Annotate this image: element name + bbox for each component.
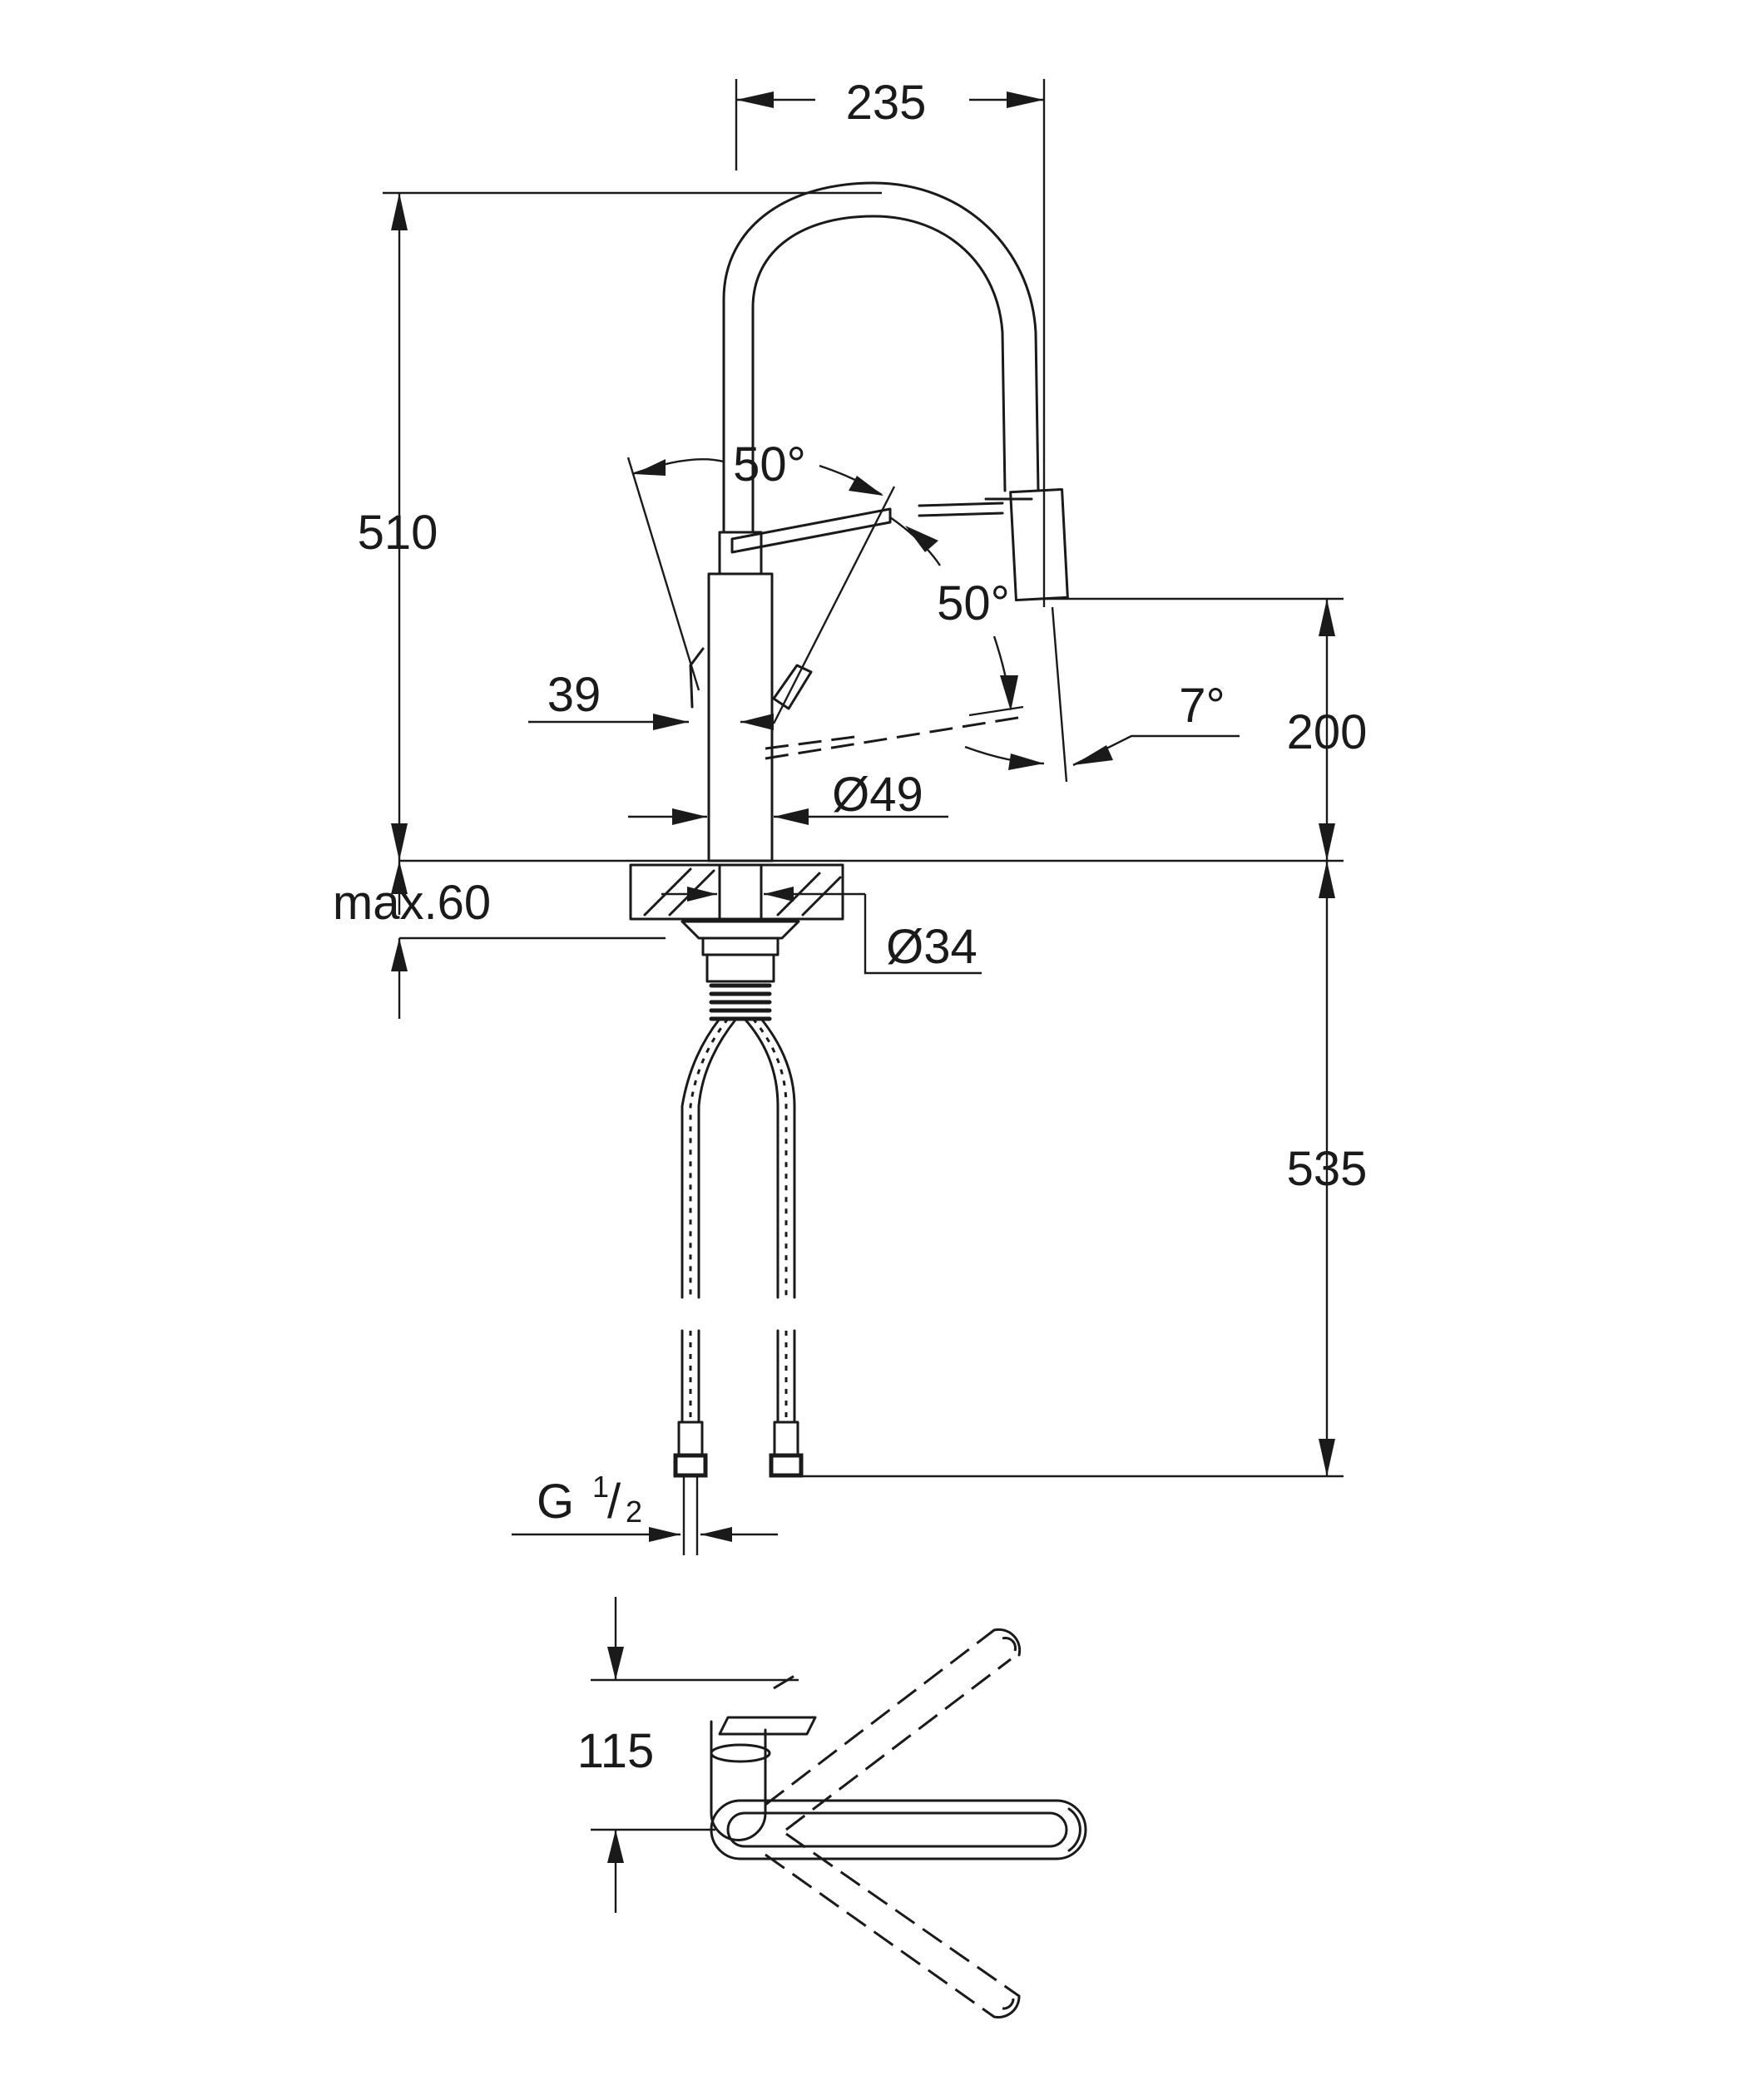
- dim-offset-39: 39: [528, 668, 774, 730]
- label-max60: max.60: [333, 876, 491, 930]
- label-235: 235: [846, 76, 927, 130]
- label-g-den: 2: [626, 1495, 642, 1529]
- label-g-slash: /: [607, 1475, 621, 1529]
- dim-angle-lever: 50°: [626, 437, 896, 724]
- label-d34: Ø34: [886, 920, 977, 974]
- dim-diameter-49: Ø49: [628, 768, 948, 825]
- dim-hose-535: 535: [803, 861, 1368, 1478]
- dim-tilt-7: 7°: [964, 606, 1240, 783]
- label-39: 39: [547, 668, 601, 722]
- supply-hoses: [673, 1017, 804, 1555]
- label-d49: Ø49: [832, 768, 923, 822]
- label-115: 115: [577, 1724, 654, 1778]
- dim-angle-spray: 50°: [765, 516, 1024, 760]
- label-200: 200: [1287, 705, 1368, 759]
- label-510: 510: [358, 506, 438, 560]
- dim-diameter-34: Ø34: [661, 887, 982, 975]
- label-535: 535: [1287, 1142, 1368, 1196]
- dim-height-510: 510: [358, 191, 882, 861]
- plan-view: 115: [577, 1597, 1087, 2018]
- dim-width-235: 235: [735, 76, 1046, 607]
- dim-max-60: max.60: [333, 861, 666, 1019]
- label-50-spray: 50°: [937, 576, 1010, 630]
- dim-connection-g12: G 1 / 2: [512, 1470, 778, 1542]
- label-g-num: 1: [592, 1470, 609, 1504]
- spout-gooseneck: [722, 181, 1069, 602]
- label-g: G: [537, 1475, 574, 1529]
- countertop-section: [399, 859, 1344, 1021]
- thread: [709, 983, 772, 1021]
- dim-height-200: 200: [1044, 597, 1368, 861]
- label-7: 7°: [1179, 679, 1225, 733]
- label-50-lever: 50°: [733, 437, 806, 492]
